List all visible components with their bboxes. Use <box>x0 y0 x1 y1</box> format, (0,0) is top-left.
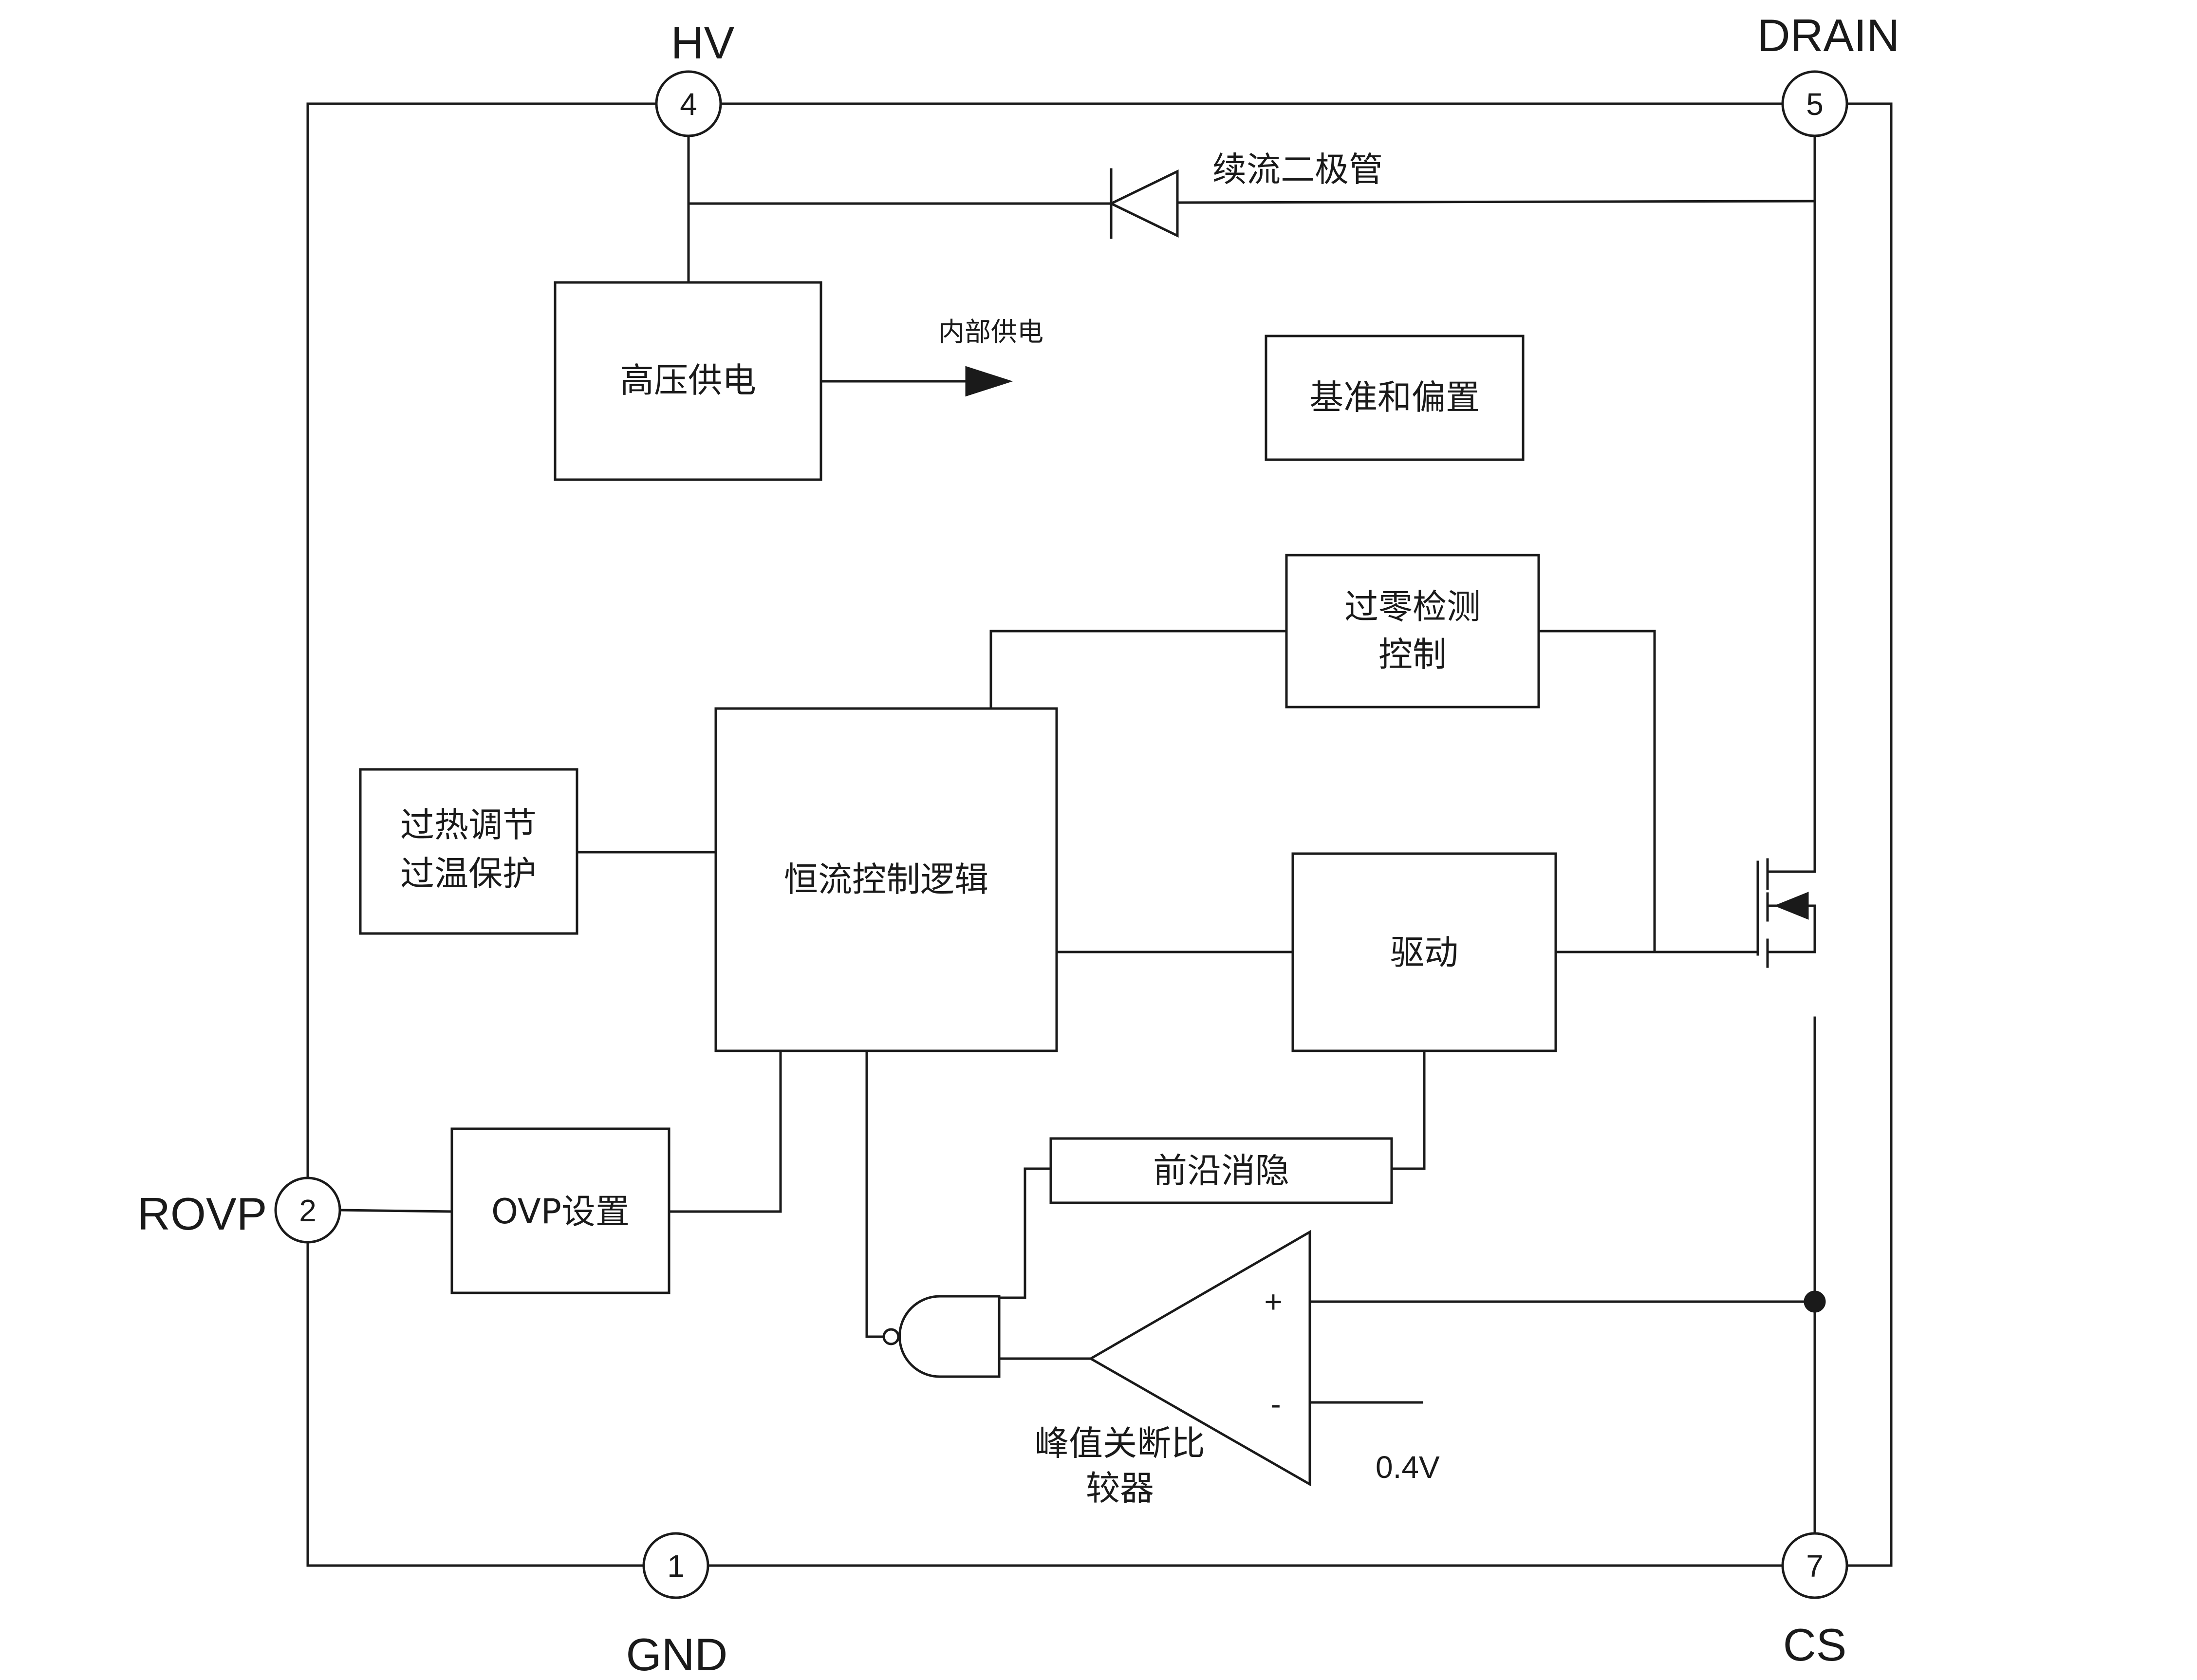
pin-hv-number: 4 <box>680 87 697 122</box>
leb-block <box>1049 1137 1393 1204</box>
pin-cs-number: 7 <box>1806 1549 1824 1584</box>
ovp-label: OVP设置 <box>491 1192 630 1232</box>
thermal-label-line2: 过温保护 <box>400 854 537 894</box>
pin-cs-label: CS <box>1783 1619 1847 1670</box>
ovp-to-logic <box>668 1049 782 1213</box>
peak-comparator-label-line1: 峰值关断比 <box>1035 1423 1205 1463</box>
pin-rovp-number: 2 <box>299 1193 317 1228</box>
pin-rovp-label: ROVP <box>137 1188 267 1239</box>
pin-hv-label: HV <box>671 17 735 68</box>
pin-hv: 4 HV <box>655 17 735 137</box>
cc-logic-label: 恒流控制逻辑 <box>784 859 988 899</box>
power-mosfet <box>1756 807 1816 968</box>
reference-voltage-label: 0.4V <box>1376 1450 1440 1485</box>
freewheel-diode <box>1108 168 1179 239</box>
driver-label: 驱动 <box>1390 933 1458 972</box>
hv-supply-block <box>554 281 822 481</box>
pin-gnd-label: GND <box>626 1629 728 1680</box>
zero-cross-block <box>1285 554 1540 709</box>
zero-cross-label-line1: 过零检测 <box>1344 587 1481 627</box>
zero-cross-to-gate <box>1537 630 1656 953</box>
pin-cs: 7 CS <box>1781 1532 1848 1670</box>
pin-rovp-circle <box>274 1176 341 1244</box>
diode-triangle <box>1108 169 1179 238</box>
peak-comparator-label-line2: 较器 <box>1086 1468 1154 1508</box>
pin-drain-number: 5 <box>1806 87 1824 122</box>
internal-supply-arrowhead <box>965 366 1013 397</box>
driver-block <box>1291 852 1557 1052</box>
pin-drain: 5 DRAIN <box>1757 10 1899 137</box>
peak-comparator <box>1088 1230 1311 1487</box>
nand-body <box>898 1295 1001 1378</box>
thermal-label-line1: 过热调节 <box>400 805 537 845</box>
pin-gnd-number: 1 <box>667 1549 685 1584</box>
hv-supply-label: 高压供电 <box>620 360 756 400</box>
comparator-minus: - <box>1270 1386 1281 1421</box>
reference-bias-label: 基准和偏置 <box>1309 377 1480 417</box>
outer-frame <box>306 102 1893 1567</box>
nand-gate <box>882 1295 1001 1378</box>
rovp-to-ovp <box>339 1209 453 1213</box>
leb-label: 前沿消隐 <box>1153 1151 1289 1191</box>
logic-to-nand <box>865 1049 885 1338</box>
pin-drain-circle <box>1781 70 1848 137</box>
ovp-block <box>450 1127 670 1294</box>
top-rail <box>306 102 1893 1567</box>
pin-rovp: 2 ROVP <box>137 1176 341 1244</box>
cc-logic-block <box>714 707 1058 1052</box>
pin-gnd-circle <box>642 1532 709 1599</box>
pin-gnd: 1 GND <box>626 1532 728 1680</box>
right-rail <box>1839 102 1893 1567</box>
internal-supply-label: 内部供电 <box>938 317 1043 347</box>
reference-bias-block <box>1265 335 1525 461</box>
zero-cross-to-logic <box>989 630 1288 710</box>
mosfet-arrow <box>1774 892 1809 920</box>
thermal-block <box>359 768 578 935</box>
leb-to-gate <box>998 1167 1052 1299</box>
pin-hv-circle <box>655 70 722 137</box>
freewheel-diode-label: 续流二极管 <box>1212 149 1383 189</box>
comparator-plus: + <box>1264 1284 1282 1319</box>
pin-cs-circle <box>1781 1532 1848 1599</box>
pin-drain-label: DRAIN <box>1757 10 1899 61</box>
zero-cross-label-line2: 控制 <box>1378 635 1447 674</box>
driver-to-leb <box>1390 1049 1426 1170</box>
diode-line-right <box>1176 200 1816 204</box>
nand-bubble <box>882 1328 900 1345</box>
